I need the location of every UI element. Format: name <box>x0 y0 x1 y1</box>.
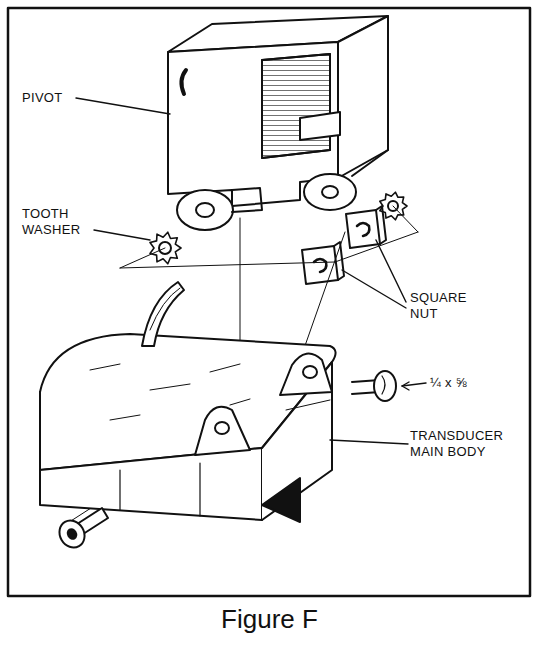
bolt <box>55 371 396 552</box>
square-nut <box>302 206 386 284</box>
part-label: SQUARE NUT <box>410 290 490 322</box>
figure-caption: Figure F <box>0 604 539 635</box>
pivot <box>168 16 388 230</box>
tooth-washer <box>150 192 407 264</box>
leader-line <box>76 98 426 444</box>
part-label: TOOTH WASHER <box>22 206 94 238</box>
frame <box>8 8 530 596</box>
dimension-label: ¼ x ⅝ <box>430 375 500 391</box>
part-label: PIVOT <box>22 90 82 106</box>
part-label: TRANSDUCER MAIN BODY <box>410 428 518 460</box>
transducer-main-body <box>40 282 336 522</box>
